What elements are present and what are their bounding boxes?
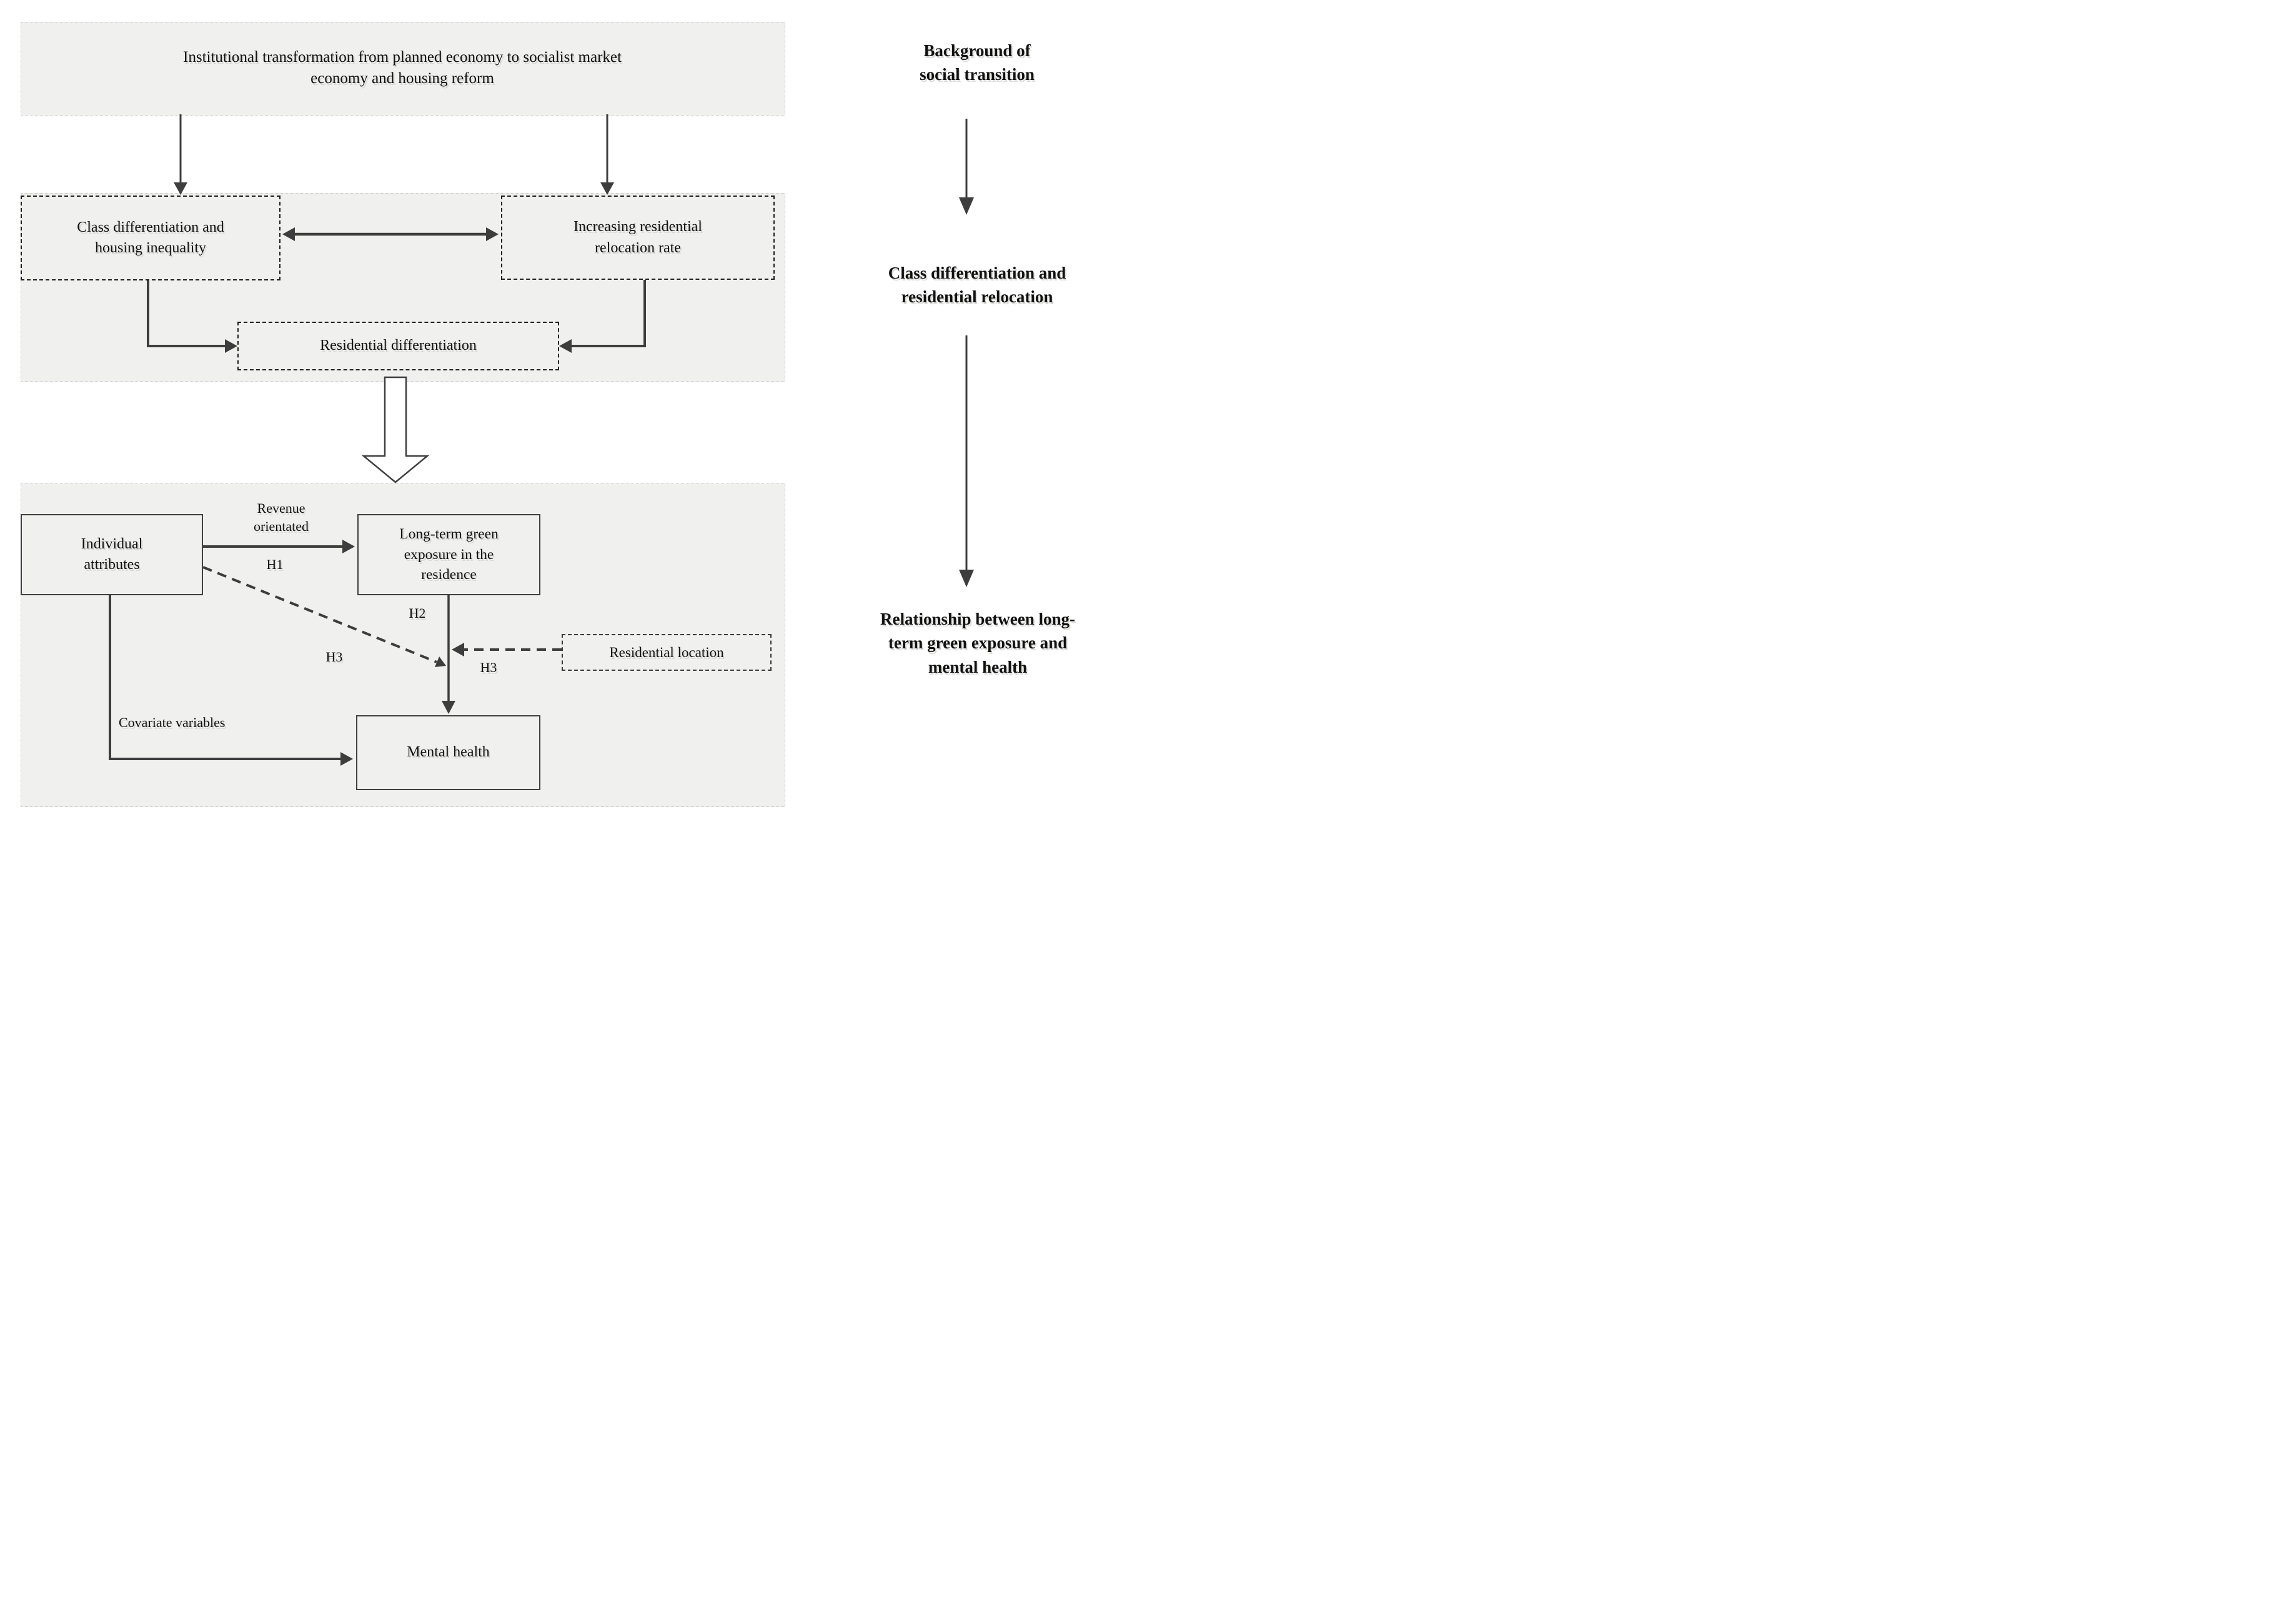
residential-location-box: Residential location (562, 634, 772, 671)
class-differentiation-box: Class differentiation and housing inequa… (21, 196, 281, 280)
h2-label: H2 (409, 605, 426, 621)
sidebar-label-background: Background of social transition (920, 41, 1035, 84)
green-exposure-box: Long-term green exposure in the residenc… (357, 514, 540, 595)
sidebar-label-relationship: Relationship between long- term green ex… (880, 610, 1076, 676)
residential-relocation-box: Increasing residential relocation rate (501, 196, 775, 280)
sidebar-label-class-relocation: Class differentiation and residential re… (888, 264, 1066, 307)
arrow-top-to-class (174, 114, 187, 195)
block-arrow-down (361, 376, 430, 483)
residential-differentiation-box: Residential differentiation (237, 322, 559, 370)
covariate-variables-label: Covariate variables (119, 715, 226, 730)
institutional-transformation-box: Institutional transformation from planne… (183, 48, 622, 87)
individual-attributes-box: Individual attributes (21, 514, 203, 595)
arrow-sidebar-2 (959, 335, 974, 587)
revenue-orientated-label: Revenue orientated (254, 500, 309, 534)
arrow-top-to-relocation (600, 114, 614, 195)
h3-diagonal-label: H3 (325, 649, 343, 665)
framework-figure: Institutional transformation from planne… (0, 0, 1140, 812)
mental-health-box: Mental health (356, 715, 540, 790)
arrow-sidebar-1 (959, 119, 974, 215)
panel-background-transition (21, 22, 785, 116)
h3-moderation-label: H3 (480, 660, 497, 675)
h1-label: H1 (266, 557, 284, 572)
